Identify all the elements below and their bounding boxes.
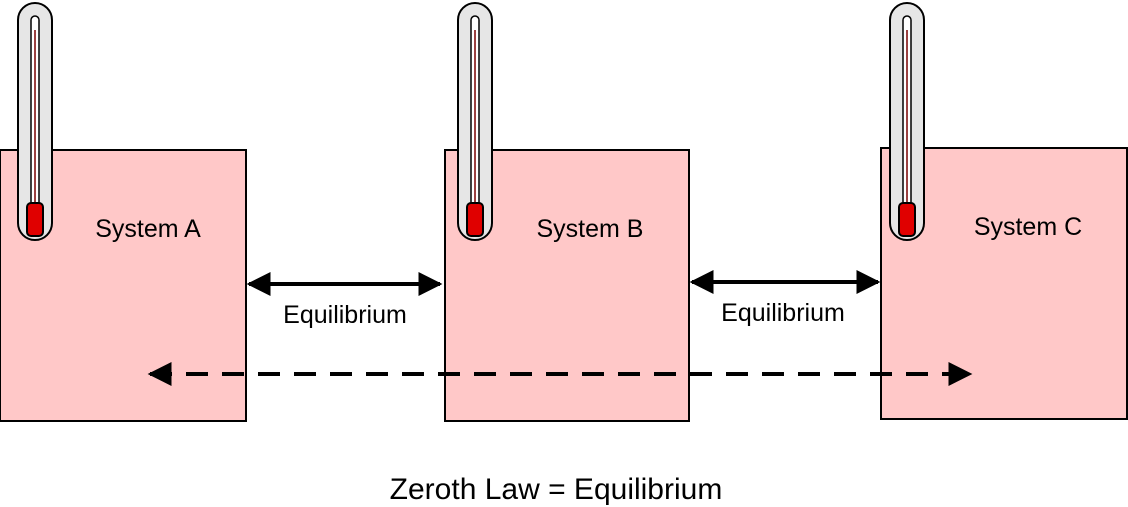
zeroth-law-caption: Zeroth Law = Equilibrium (390, 473, 723, 506)
system-c-label: System C (974, 213, 1082, 241)
system-a-label: System A (95, 215, 201, 243)
thermometer-icon (889, 2, 925, 241)
equilibrium-label-ab: Equilibrium (283, 301, 407, 329)
thermometer-icon (17, 2, 53, 241)
thermometer-icon (457, 2, 493, 241)
system-b-label: System B (537, 215, 644, 243)
equilibrium-label-bc: Equilibrium (721, 299, 845, 327)
